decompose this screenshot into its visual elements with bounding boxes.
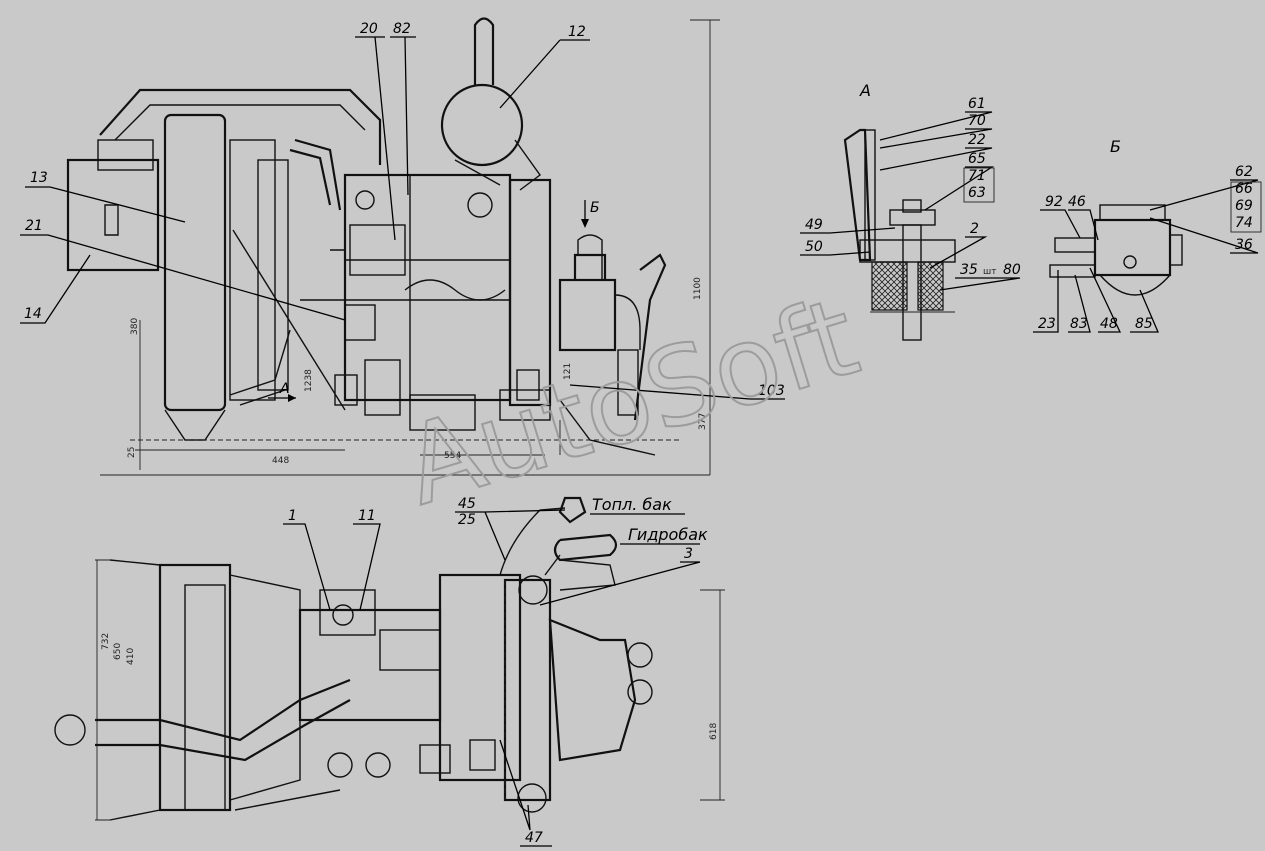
transmission-housing <box>508 178 552 407</box>
plan-view <box>54 496 725 821</box>
callout-80: 80 <box>1003 262 1021 278</box>
callout-3: 3 <box>684 546 693 562</box>
callout-47: 47 <box>525 830 543 846</box>
dim-377: 377 <box>698 413 708 430</box>
callout-66: 66 <box>1235 181 1253 197</box>
detail-view-a: А 61 70 22 65 71 63 49 50 2 35 шт 80 <box>800 81 1021 341</box>
dim-25: 25 <box>127 447 137 458</box>
callouts-plan-view: 1 11 45 25 3 47 Топл. бак Гидробак <box>283 495 708 847</box>
callout-13: 13 <box>30 170 48 186</box>
callout-14: 14 <box>24 306 42 322</box>
arrow-label-a: А <box>279 381 290 397</box>
engine-block <box>343 173 512 402</box>
callout-63: 63 <box>968 185 986 201</box>
callout-65: 65 <box>968 151 986 167</box>
callout-2: 2 <box>970 221 979 237</box>
detail-view-b: Б 92 46 62 66 69 74 36 23 83 48 85 <box>1033 137 1262 333</box>
callout-23: 23 <box>1038 316 1056 332</box>
callout-82: 82 <box>393 21 411 37</box>
callout-70: 70 <box>968 113 986 129</box>
callout-36: 36 <box>1235 237 1253 253</box>
callout-11: 11 <box>358 508 376 524</box>
callout-62: 62 <box>1235 164 1253 180</box>
callout-20: 20 <box>360 21 378 37</box>
callout-25: 25 <box>458 512 476 528</box>
view-arrow-b: Б <box>581 200 600 228</box>
dim-618: 618 <box>709 723 719 740</box>
dim-410: 410 <box>126 648 136 665</box>
engine-block-plan <box>298 608 442 722</box>
callout-61: 61 <box>968 96 986 112</box>
pcs-separator: шт <box>983 267 996 277</box>
callouts-side-view: 12 20 82 13 21 14 103 <box>20 21 785 400</box>
watermark: AutoSoft <box>390 274 872 531</box>
dim-121: 121 <box>563 363 573 380</box>
callout-69: 69 <box>1235 198 1253 214</box>
transmission-plan <box>438 573 522 782</box>
view-a-title: А <box>859 81 871 100</box>
label-hydro-tank: Гидробак <box>628 525 708 544</box>
label-fuel-tank: Топл. бак <box>592 495 672 514</box>
callout-85: 85 <box>1135 316 1153 332</box>
callout-103: 103 <box>758 383 785 399</box>
callout-83: 83 <box>1070 316 1088 332</box>
callout-1: 1 <box>288 508 297 524</box>
arrow-label-b: Б <box>590 200 600 216</box>
callout-71: 71 <box>968 168 986 184</box>
callout-46: 46 <box>1068 194 1086 210</box>
dim-732: 732 <box>101 633 111 650</box>
dim-380: 380 <box>130 318 140 335</box>
dim-1100: 1100 <box>693 277 703 300</box>
view-b-title: Б <box>1110 137 1121 156</box>
dim-554: 554 <box>444 451 461 461</box>
callout-22: 22 <box>968 132 986 148</box>
side-view <box>66 17 720 476</box>
radiator-core <box>163 113 227 412</box>
dim-448: 448 <box>272 456 289 466</box>
view-arrow-a: А <box>268 381 296 402</box>
callout-92: 92 <box>1045 194 1063 210</box>
callout-50: 50 <box>805 239 823 255</box>
callout-74: 74 <box>1235 215 1253 231</box>
callout-12: 12 <box>568 24 586 40</box>
callout-45: 45 <box>458 496 476 512</box>
callout-35: 35 <box>960 262 978 278</box>
callout-49: 49 <box>805 217 823 233</box>
callout-21: 21 <box>25 218 43 234</box>
watermark-text: AutoSoft <box>391 275 871 530</box>
air-cleaner-12 <box>440 83 524 167</box>
dim-650: 650 <box>113 643 123 660</box>
callout-48: 48 <box>1100 316 1118 332</box>
dim-1238: 1238 <box>304 369 314 392</box>
